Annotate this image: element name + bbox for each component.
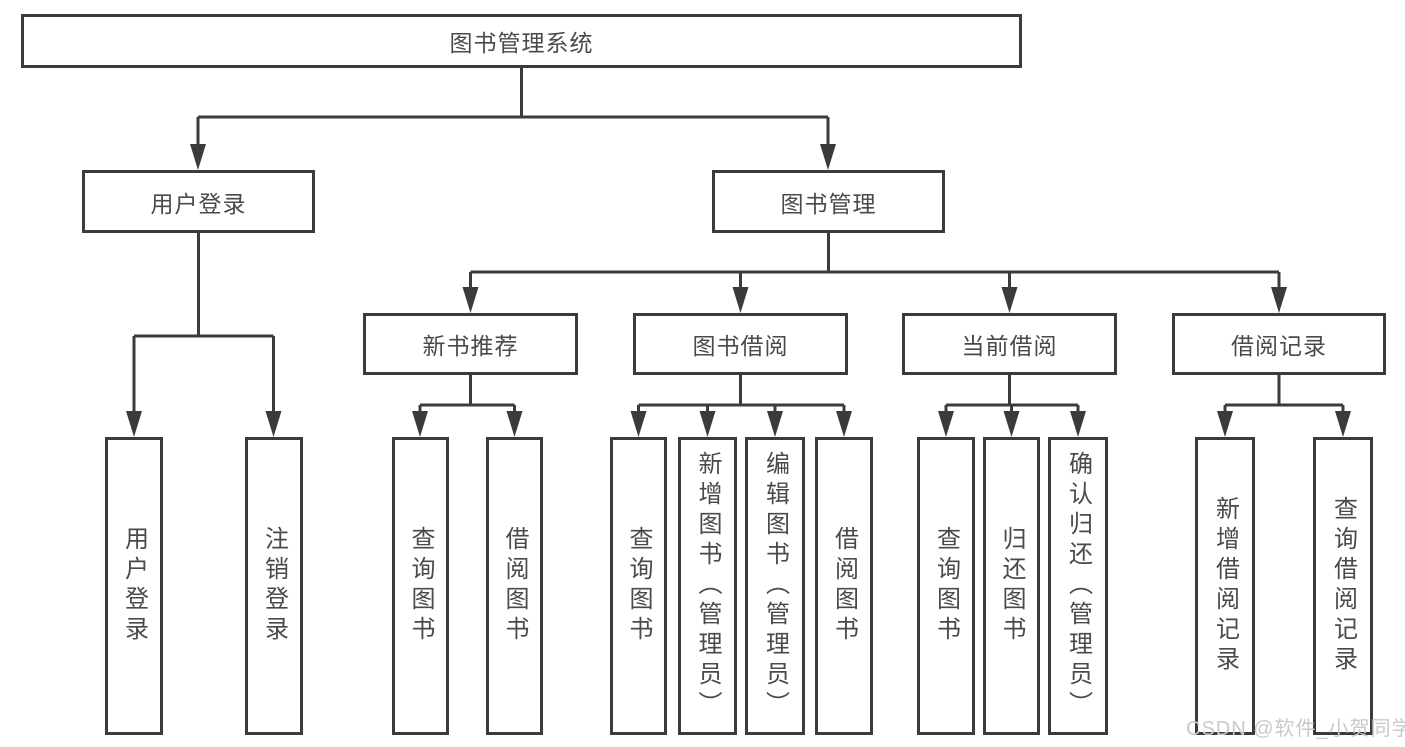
connector-book-borrow [637, 375, 846, 416]
node-root-label: 图书管理系统 [449, 30, 594, 56]
node-new-book-rec-label: 新书推荐 [422, 333, 519, 359]
node-leaf-user-login-label: 用户登录 [120, 526, 148, 646]
node-leaf-user-login: 用户登录 [105, 437, 163, 735]
node-br-add: 新增借阅记录 [1195, 437, 1255, 735]
node-cb-return: 归还图书 [983, 437, 1040, 735]
node-new-book-rec: 新书推荐 [363, 313, 578, 375]
node-bb-add-label: 新增图书（管理员） [694, 451, 721, 721]
node-book-mgmt-label: 图书管理 [780, 190, 877, 217]
node-bb-add: 新增图书（管理员） [678, 437, 737, 735]
node-bb-edit-label: 编辑图书（管理员） [761, 451, 789, 721]
node-book-borrow-label: 图书借阅 [692, 333, 789, 359]
node-nbr-borrow: 借阅图书 [486, 437, 543, 735]
node-borrow-records: 借阅记录 [1172, 313, 1386, 375]
node-user-login-label: 用户登录 [150, 190, 247, 217]
node-cb-confirm: 确认归还（管理员） [1048, 437, 1108, 735]
node-user-login: 用户登录 [82, 170, 315, 233]
node-nbr-query-label: 查询图书 [407, 526, 434, 646]
node-root: 图书管理系统 [21, 14, 1022, 68]
node-leaf-logout: 注销登录 [245, 437, 303, 735]
node-cb-query: 查询图书 [917, 437, 975, 735]
node-cb-confirm-label: 确认归还（管理员） [1064, 451, 1092, 721]
node-bb-query-label: 查询图书 [625, 526, 652, 646]
arrowheads [126, 144, 1351, 437]
node-nbr-borrow-label: 借阅图书 [501, 526, 528, 646]
node-cb-return-label: 归还图书 [998, 526, 1025, 646]
node-leaf-logout-label: 注销登录 [260, 526, 288, 646]
connector-new-book-rec [418, 375, 516, 416]
node-br-query: 查询借阅记录 [1313, 437, 1373, 735]
node-bb-borrow-label: 借阅图书 [830, 526, 858, 646]
node-bb-edit: 编辑图书（管理员） [745, 437, 805, 735]
node-current-borrow: 当前借阅 [902, 313, 1117, 375]
node-borrow-records-label: 借阅记录 [1231, 333, 1327, 359]
node-book-mgmt: 图书管理 [712, 170, 945, 233]
node-nbr-query: 查询图书 [392, 437, 449, 735]
connector-user-login [132, 233, 275, 416]
node-cb-query-label: 查询图书 [932, 526, 960, 646]
connector-root [196, 68, 830, 150]
connector-book-mgmt [469, 233, 1281, 292]
node-br-add-label: 新增借阅记录 [1211, 496, 1239, 676]
connector-current-borrow [944, 375, 1080, 416]
node-bb-query: 查询图书 [610, 437, 667, 735]
watermark: CSDN @软件_小贺同学 [1186, 718, 1405, 740]
node-book-borrow: 图书借阅 [633, 313, 848, 375]
node-bb-borrow: 借阅图书 [815, 437, 873, 735]
node-br-query-label: 查询借阅记录 [1329, 496, 1357, 676]
connector-borrow-records [1223, 375, 1345, 416]
node-current-borrow-label: 当前借阅 [961, 333, 1058, 359]
